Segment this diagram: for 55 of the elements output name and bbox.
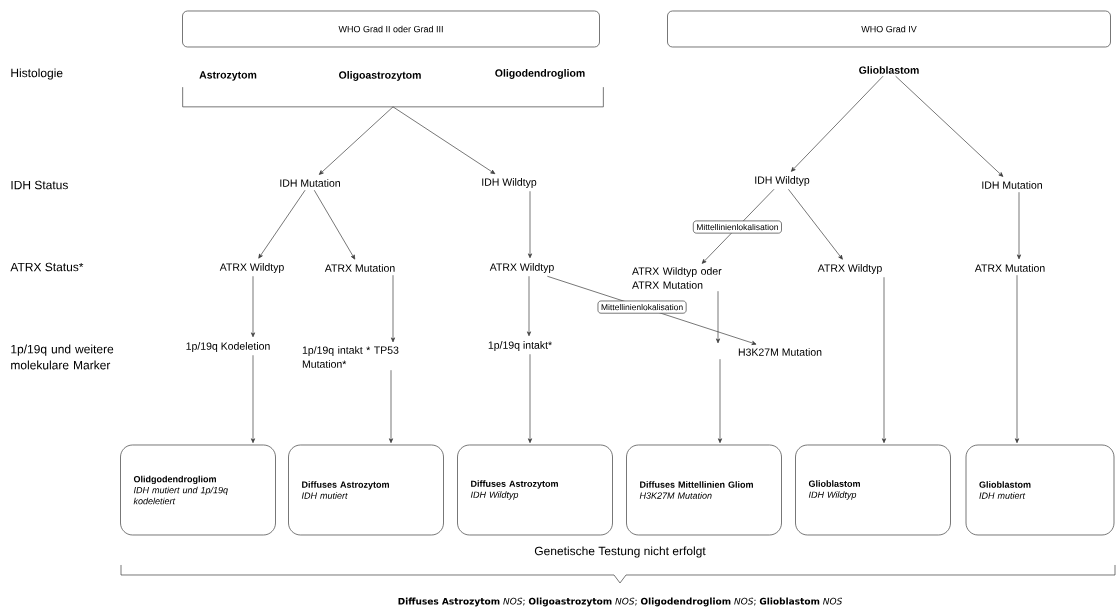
status-text: ATRX Mutation (974, 264, 1045, 272)
bracket (182, 86, 604, 108)
arrow (258, 189, 306, 259)
row-label: Histologie (11, 68, 63, 80)
status-text: ATRX Wildtyp (489, 263, 554, 273)
status-text: ATRX Wildtyp (219, 263, 284, 273)
status-text: ATRX Wildtyp (817, 264, 882, 274)
status-text: ATRX Mutation (324, 264, 395, 272)
arrow (526, 275, 532, 337)
histology-label: Glioblastom (859, 66, 919, 74)
diagnosis-box: Glioblastom IDH mutiert (965, 444, 1115, 536)
edge-label: Mittellinienlokalisation (597, 300, 687, 314)
note-text: Genetische Testung nicht erfolgt (534, 546, 706, 558)
histology-label: Oligoastrozytom (339, 71, 421, 81)
arrow (250, 275, 256, 338)
arrow (790, 75, 884, 172)
arrow (527, 353, 533, 444)
status-text: ATRX Wildtyp oder ATRX Mutation (632, 267, 722, 289)
row-label: 1p/19q und weitere molekulare Marker (11, 344, 114, 370)
edge-label: Mittellinienlokalisation (692, 220, 782, 234)
diagnosis-box: Olidgodendrogliom IDH mutiert und 1p/19q kodeletiert (120, 444, 276, 536)
histology-label: Oligodendrogliom (495, 69, 585, 79)
diagnosis-box: Diffuses Astrozytom IDH Wildtyp (457, 444, 613, 536)
status-text: IDH Wildtyp (755, 176, 810, 186)
diagnosis-box: Glioblastom IDH Wildtyp (795, 444, 951, 536)
arrow (318, 106, 394, 175)
status-text: H3K27M Mutation (738, 348, 822, 356)
arrow (390, 274, 396, 343)
arrow (788, 188, 843, 260)
arrow (715, 290, 721, 344)
arrow (388, 369, 394, 444)
row-label: ATRX Status* (10, 262, 84, 272)
status-text: IDH Mutation (280, 179, 340, 187)
arrow (881, 276, 887, 444)
arrow (527, 190, 533, 259)
arrow (895, 75, 1004, 177)
histology-label: Astrozytom (199, 71, 257, 81)
grade-box: WHO Grad IV (667, 10, 1111, 48)
row-label: IDH Status (11, 180, 68, 190)
status-text: IDH Wildtyp (482, 178, 537, 188)
arrow (701, 188, 775, 264)
status-text: 1p/19q intakt* (488, 341, 552, 351)
grade-box: WHO Grad II oder Grad III (182, 10, 600, 48)
arrow (250, 354, 256, 444)
diagnosis-box: Diffuses Mittellinien Gliom H3K27M Mutation (626, 444, 782, 536)
arrow (1014, 274, 1020, 444)
status-text: IDH Mutation (982, 181, 1042, 189)
arrow (717, 358, 723, 444)
footnote-text: Diffuses Astrozytom NOS; Oligoastrozytom NOS; Oligodendrogliom NOS; Glioblastom NOS (398, 597, 842, 607)
status-text: 1p/19q Kodeletion (186, 342, 270, 352)
diagnosis-box: Diffuses Astrozytom IDH mutiert (288, 444, 444, 536)
arrow (1016, 191, 1022, 260)
arrow (392, 106, 496, 175)
status-text: 1p/19q intakt * TP53 Mutation* (302, 346, 399, 368)
arrow (313, 189, 356, 260)
